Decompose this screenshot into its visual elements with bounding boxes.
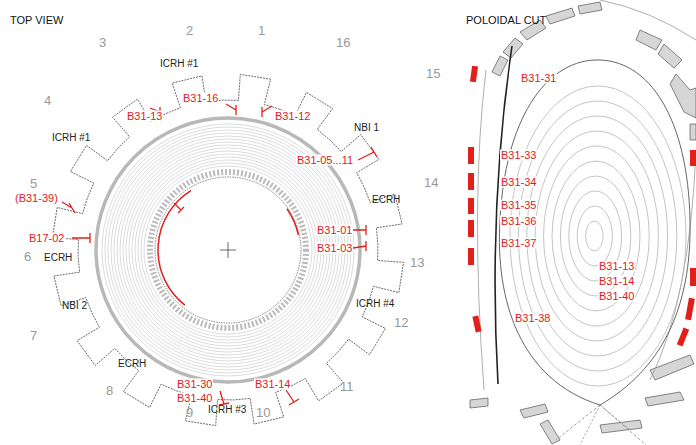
port-label: ECRH [118,359,146,369]
sector-number: 10 [256,406,270,419]
sector-number: 12 [394,316,408,329]
probe-label: B31-34 [500,177,537,188]
sector-number: 15 [426,67,440,80]
sector-number: 11 [340,380,354,393]
sector-number: 13 [410,256,424,269]
probe-label: B31-16 [182,93,219,104]
probe-label: B31-37 [500,238,537,249]
panel-heading: POLOIDAL CUT [466,15,546,26]
port-label: NBI 1 [354,123,379,133]
probe-label: B17-02 [28,233,65,244]
sector-number: 3 [99,36,106,49]
sector-number: 7 [30,329,37,342]
probe-label: B31-14 [254,379,291,390]
sector-number: 1 [258,24,265,37]
sector-number: 5 [30,177,37,190]
probe-label: B31-13 [598,261,635,272]
sector-number: 2 [186,24,193,37]
sector-number: 9 [186,406,193,419]
port-label: ICRH #3 [208,405,246,415]
probe-label: (B31-39) [14,193,59,204]
sector-number: 4 [44,94,51,107]
probe-label: B31-03 [316,243,353,254]
sector-number: 6 [24,250,31,263]
port-label: ICRH #1 [52,133,90,143]
port-label: ECRH [372,195,400,205]
probe-label: B31-14 [598,276,635,287]
probe-label: B31-40 [598,291,635,302]
probe-label: B31-40 [176,393,213,404]
port-label: ICRH #4 [356,299,394,309]
sector-number: 16 [336,36,350,49]
top-view [52,74,403,425]
probe-label: B31-13 [126,111,163,122]
probe-label: B31-31 [520,73,557,84]
probe-label: B31-12 [274,111,311,122]
probe-label: B31-35 [500,200,537,211]
probe-label: B31-01 [316,225,353,236]
probe-label: B31-38 [514,313,551,324]
sector-number: 14 [424,176,438,189]
panel-heading: TOP VIEW [10,15,63,26]
poloidal-cut [468,0,696,445]
probe-markers [62,104,377,405]
port-label: ECRH [44,253,72,263]
probe-label: B31-36 [500,216,537,227]
port-label: ICRH #1 [160,59,198,69]
sector-number: 8 [106,384,113,397]
probe-label: B31-30 [176,379,213,390]
port-label: NBI 2 [62,301,87,311]
probe-label: B31-33 [500,150,537,161]
probe-label: B31-05...11 [296,155,354,166]
